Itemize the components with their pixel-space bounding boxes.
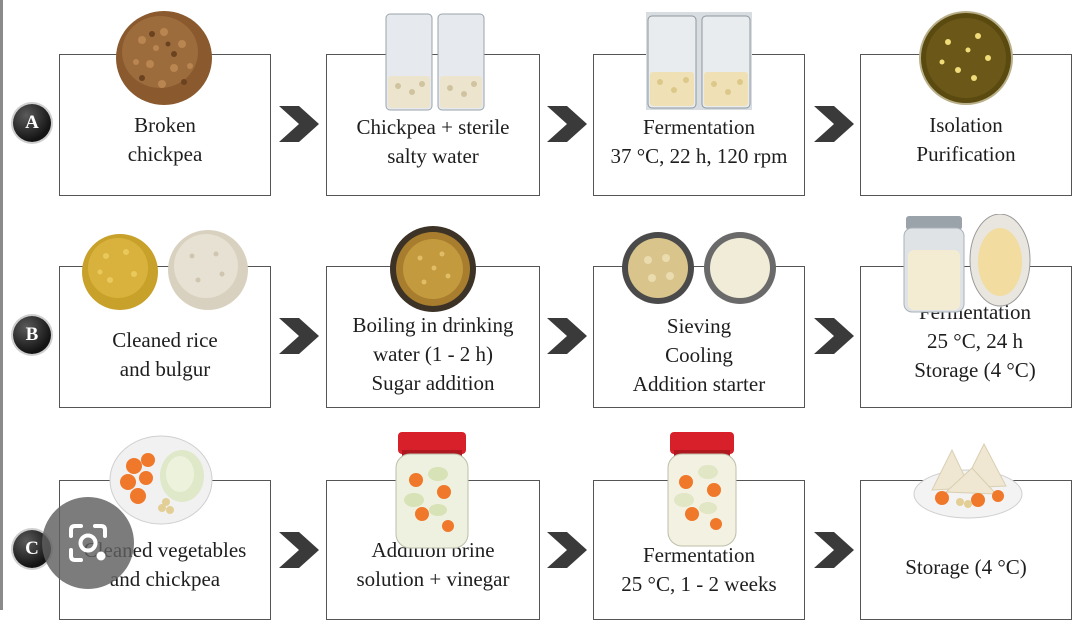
step-text-line: and bulgur [119,357,211,381]
row-badge-b: B [13,316,51,354]
step-text-line: Isolation [929,113,1003,137]
step-text-line: Cooling [665,342,733,367]
chevron-right-icon [814,318,854,354]
pickled-vegetables-plate-image [913,442,1023,519]
row-badge-a: A [13,104,51,142]
step-text-line: salty water [387,144,479,168]
chevron-right-icon [547,532,587,568]
sieving-cooling-image [622,232,776,304]
step-text-line: Sugar addition [371,370,495,395]
step-text-line: Purification [916,142,1016,166]
chevron-right-icon [279,532,319,568]
fermented-drink-image [903,214,1031,313]
step-text-line: Storage (4 °C) [914,357,1036,382]
broken-chickpea-image [116,11,212,105]
step-text-line: 25 °C, 24 h [927,328,1023,353]
step-box-b4: Fermentation 25 °C, 24 h Storage (4 °C) [860,266,1072,408]
chevron-right-icon [279,106,319,142]
left-edge-divider [0,0,3,610]
pickle-jar-image [395,432,469,549]
step-text-line: Addition starter [632,371,766,396]
chickpea-bags-image [385,13,485,111]
step-text-line: Cleaned rice [112,328,218,352]
camera-lens-icon [69,524,107,562]
chevron-right-icon [547,318,587,354]
step-text-line: solution + vinegar [356,567,510,591]
step-text-line: Broken [134,113,196,137]
step-box-c3: Fermentation 25 °C, 1 - 2 weeks [593,480,805,620]
step-text-line: water (1 - 2 h) [372,341,494,366]
lens-search-button[interactable] [42,497,134,589]
step-text-line: and chickpea [109,567,221,591]
step-text-line: Sieving [666,313,732,338]
fermented-bags-image [646,12,752,110]
chevron-right-icon [279,318,319,354]
vegetables-plate-image [109,435,213,525]
step-text-line: Fermentation [643,543,755,567]
step-text-line: Chickpea + sterile [356,115,510,139]
step-text-line: 25 °C, 1 - 2 weeks [621,572,777,596]
step-box-a2: Chickpea + sterile salty water [326,54,540,196]
rice-and-bulgur-image [82,230,248,310]
step-text-line: Boiling in drinking [352,312,514,337]
petri-dish-image [919,11,1013,105]
chevron-right-icon [814,532,854,568]
fermenting-jar-image [667,432,737,547]
step-text-line: Storage (4 °C) [905,554,1027,579]
step-box-b3: Sieving Cooling Addition starter [593,266,805,408]
step-text-line: Fermentation [643,115,755,139]
step-text-line: chickpea [127,142,203,166]
step-text-line: 37 °C, 22 h, 120 rpm [610,144,788,168]
chevron-right-icon [547,106,587,142]
boiling-pot-image [390,226,476,312]
chevron-right-icon [814,106,854,142]
